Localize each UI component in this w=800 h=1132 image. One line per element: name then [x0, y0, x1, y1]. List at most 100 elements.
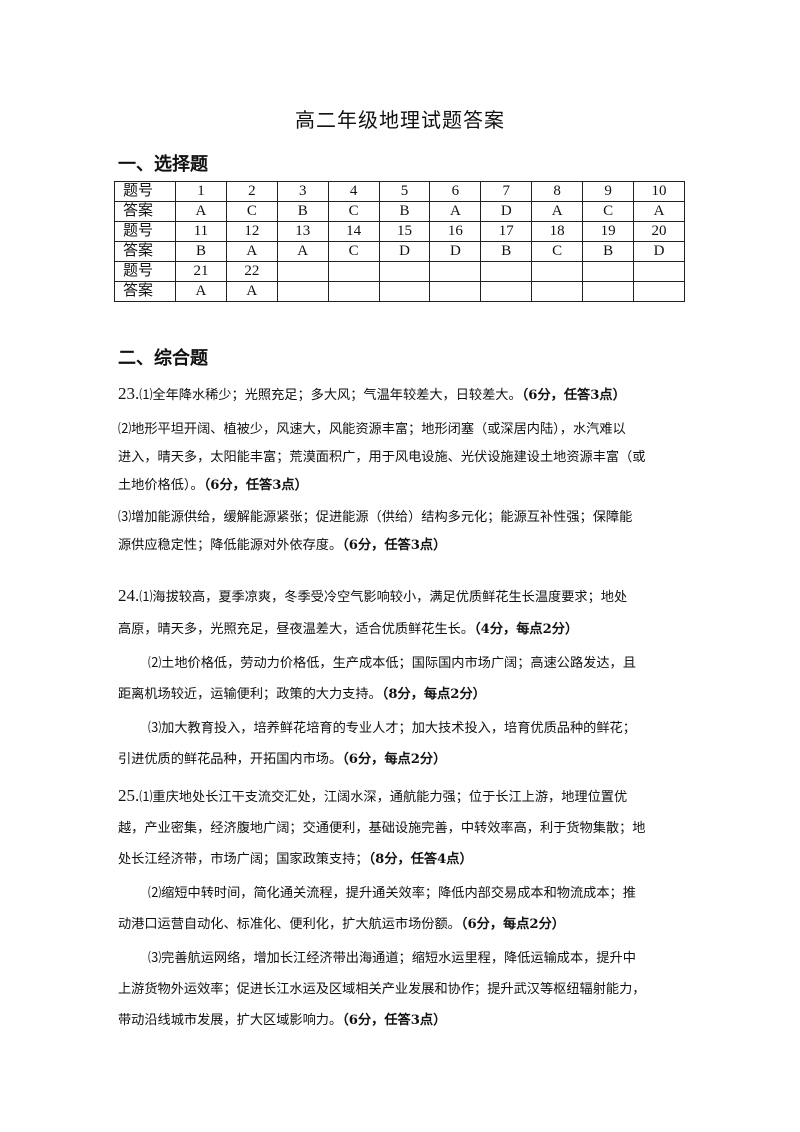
answer-cell [480, 281, 533, 302]
score-note: （6分，任答3点） [521, 388, 626, 403]
score-note: （8分，每点2分） [381, 687, 486, 702]
answer-cell: A [276, 241, 329, 262]
question-number-cell: 6 [429, 181, 482, 202]
question-number-cell: 8 [531, 181, 584, 202]
answer-cell [429, 281, 482, 302]
answer-cell: D [633, 241, 685, 262]
score-note: （8分，任答4点） [368, 852, 473, 867]
row-label: 题号 [114, 181, 176, 202]
question-number-cell: 9 [582, 181, 635, 202]
question-number: 23. [118, 384, 140, 403]
q25-part3: ⑶完善航运网络，增加长江经济带出海通道；缩短水运里程，降低运输成本，提升中 上游… [118, 951, 646, 1028]
question-number-cell: 22 [225, 261, 278, 282]
answer-cell: A [175, 281, 227, 302]
score-note: （6分，每点2分） [460, 917, 565, 932]
row-label: 答案 [114, 281, 176, 302]
answer-cell [378, 281, 431, 302]
answer-cell: D [480, 201, 533, 222]
answer-cell: D [429, 241, 482, 262]
score-note: （6分，每点2分） [342, 752, 447, 767]
q25-part2: ⑵缩短中转时间，简化通关流程，提升通关效率；降低内部交易成本和物流成本；推 动港… [118, 886, 636, 932]
answer-cell [276, 281, 329, 302]
answer-cell: D [378, 241, 431, 262]
question-number-cell: 2 [225, 181, 278, 202]
answer-cell [633, 281, 685, 302]
question-number-cell [276, 261, 329, 282]
question-number-cell: 1 [175, 181, 227, 202]
answer-cell [582, 281, 635, 302]
question-number-cell [480, 261, 533, 282]
answer-cell: A [175, 201, 227, 222]
row-label: 答案 [114, 241, 176, 262]
row-label: 答案 [114, 201, 176, 222]
q23-part1: 23.⑴全年降水稀少；光照充足；多大风；气温年较差大，日较差大。（6分，任答3点… [118, 384, 626, 403]
q23-part2: ⑵地形平坦开阔、植被少，风速大，风能资源丰富；地形闭塞（或深居内陆），水汽难以 … [118, 422, 646, 493]
answer-cell [327, 281, 380, 302]
answer-cell: A [225, 241, 278, 262]
score-note: （4分，每点2分） [474, 622, 579, 637]
answer-cell: B [276, 201, 329, 222]
question-number-cell: 13 [276, 221, 329, 242]
question-number-cell: 20 [633, 221, 685, 242]
answer-cell: C [327, 201, 380, 222]
q24-part3: ⑶加大教育投入，培养鲜花培育的专业人才；加大技术投入，培育优质品种的鲜花； 引进… [118, 721, 636, 767]
question-number-cell [531, 261, 584, 282]
question-number-cell [633, 261, 685, 282]
question-23: 23.⑴全年降水稀少；光照充足；多大风；气温年较差大，日较差大。（6分，任答3点… [118, 380, 690, 560]
page-title: 高二年级地理试题答案 [295, 108, 505, 132]
q24-part2: ⑵土地价格低，劳动力价格低，生产成本低；国际国内市场广阔；高速公路发达，且 距离… [118, 656, 636, 702]
question-number-cell: 12 [225, 221, 278, 242]
answer-cell: B [480, 241, 533, 262]
answer-cell: B [175, 241, 227, 262]
question-number: 24. [118, 586, 140, 605]
answer-cell [531, 281, 584, 302]
section-heading-comprehensive: 二、综合题 [118, 348, 208, 369]
question-25: 25.⑴重庆地处长江干支流交汇处，江阔水深，通航能力强；位于长江上游，地理位置优… [118, 782, 690, 1035]
answer-cell: B [378, 201, 431, 222]
question-number-cell [582, 261, 635, 282]
question-number-cell: 21 [175, 261, 227, 282]
question-number-cell: 19 [582, 221, 635, 242]
question-number-cell [378, 261, 431, 282]
answer-cell: A [633, 201, 685, 222]
question-number-cell: 16 [429, 221, 482, 242]
q23-part3: ⑶增加能源供给，缓解能源紧张；促进能源（供给）结构多元化；能源互补性强；保障能 … [118, 510, 633, 553]
score-note: （6分，任答3点） [342, 1013, 447, 1028]
question-number-cell: 10 [633, 181, 685, 202]
question-24: 24.⑴海拔较高，夏季凉爽，冬季受冷空气影响较小，满足优质鲜花生长温度要求；地处… [118, 582, 690, 774]
q25-part1: 25.⑴重庆地处长江干支流交汇处，江阔水深，通航能力强；位于长江上游，地理位置优… [118, 786, 646, 867]
score-note: （6分，任答3点） [203, 478, 308, 493]
answer-cell: C [327, 241, 380, 262]
answer-cell: C [531, 241, 584, 262]
score-note: （6分，任答3点） [342, 538, 447, 553]
answer-cell: C [582, 201, 635, 222]
section-heading-choice: 一、选择题 [118, 154, 208, 175]
question-number-cell: 17 [480, 221, 533, 242]
question-number-cell: 15 [378, 221, 431, 242]
row-label: 题号 [114, 221, 176, 242]
answer-cell: A [225, 281, 278, 302]
q24-part1: 24.⑴海拔较高，夏季凉爽，冬季受冷空气影响较小，满足优质鲜花生长温度要求；地处… [118, 586, 628, 637]
question-number-cell: 14 [327, 221, 380, 242]
row-label: 题号 [114, 261, 176, 282]
question-number-cell: 5 [378, 181, 431, 202]
answer-cell: C [225, 201, 278, 222]
question-number-cell: 4 [327, 181, 380, 202]
answer-cell: A [429, 201, 482, 222]
question-number-cell [429, 261, 482, 282]
answer-cell: B [582, 241, 635, 262]
question-number-cell [327, 261, 380, 282]
question-number-cell: 7 [480, 181, 533, 202]
question-number-cell: 3 [276, 181, 329, 202]
question-number: 25. [118, 786, 140, 805]
question-number-cell: 11 [175, 221, 227, 242]
question-number-cell: 18 [531, 221, 584, 242]
answer-cell: A [531, 201, 584, 222]
